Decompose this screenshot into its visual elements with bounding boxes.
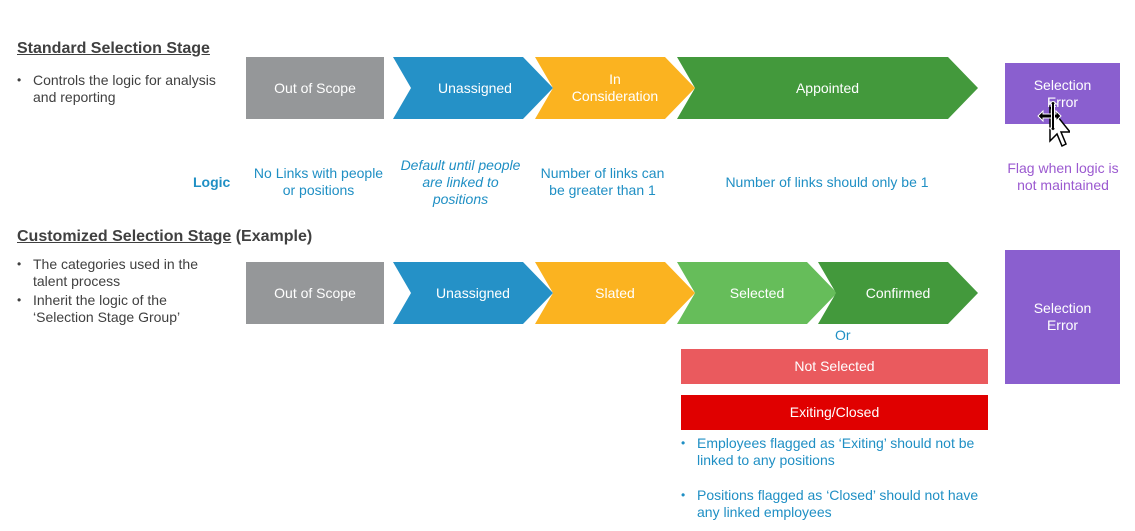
selection-error-label: Selection Error xyxy=(1033,300,1092,333)
customized-section-title: Customized Selection Stage (Example) xyxy=(17,228,313,245)
customized-bullet: The categories used in the talent proces… xyxy=(17,256,217,290)
note-item: Positions flagged as ‘Closed’ should not… xyxy=(681,487,991,521)
logic-out-of-scope: No Links with people or positions xyxy=(253,165,384,198)
stage-label: Out of Scope xyxy=(274,284,356,301)
custom-stage-unassigned: Unassigned xyxy=(393,262,553,324)
not-selected-bar: Not Selected xyxy=(681,349,988,384)
logic-unassigned: Default until people are linked to posit… xyxy=(400,156,521,207)
standard-bullet: Controls the logic for analysis and repo… xyxy=(17,72,217,106)
exiting-closed-label: Exiting/Closed xyxy=(789,404,880,420)
stage-label: Selected xyxy=(729,284,785,301)
note-item: Employees flagged as ‘Exiting’ should no… xyxy=(681,435,991,469)
logic-error-note: Flag when logic is not maintained xyxy=(1007,160,1119,193)
exiting-closed-bar: Exiting/Closed xyxy=(681,395,988,430)
customized-bullet: Inherit the logic of the ‘Selection Stag… xyxy=(17,292,217,326)
standard-stage-appointed: Appointed xyxy=(677,57,978,119)
mouse-cursor-icon xyxy=(1037,101,1070,148)
standard-section-title: Standard Selection Stage xyxy=(17,40,210,57)
or-label: Or xyxy=(835,327,851,343)
stage-label: Out of Scope xyxy=(274,79,356,96)
custom-stage-selected: Selected xyxy=(677,262,837,324)
standard-selection-error: Selection Error xyxy=(1005,63,1120,124)
stage-label: In Consideration xyxy=(571,71,659,104)
not-selected-label: Not Selected xyxy=(794,358,875,374)
standard-stage-unassigned: Unassigned xyxy=(393,57,553,119)
stage-label: Unassigned xyxy=(436,284,510,301)
stage-label: Unassigned xyxy=(438,79,512,96)
custom-stage-confirmed: Confirmed xyxy=(818,262,978,324)
logic-in-consideration: Number of links can be greater than 1 xyxy=(540,165,665,198)
customized-bullets: The categories used in the talent proces… xyxy=(17,256,217,326)
stage-label: Appointed xyxy=(795,79,860,96)
standard-stage-in-consideration: In Consideration xyxy=(535,57,695,119)
logic-appointed: Number of links should only be 1 xyxy=(725,173,929,190)
standard-bullets: Controls the logic for analysis and repo… xyxy=(17,72,217,106)
custom-selection-error: Selection Error xyxy=(1005,250,1120,384)
exit-close-notes: Employees flagged as ‘Exiting’ should no… xyxy=(681,435,991,521)
logic-label: Logic xyxy=(193,174,231,190)
standard-stage-out-of-scope: Out of Scope xyxy=(246,57,384,119)
custom-stage-out-of-scope: Out of Scope xyxy=(246,262,384,324)
custom-stage-slated: Slated xyxy=(535,262,695,324)
stage-label: Confirmed xyxy=(865,284,931,301)
stage-label: Slated xyxy=(595,284,635,301)
